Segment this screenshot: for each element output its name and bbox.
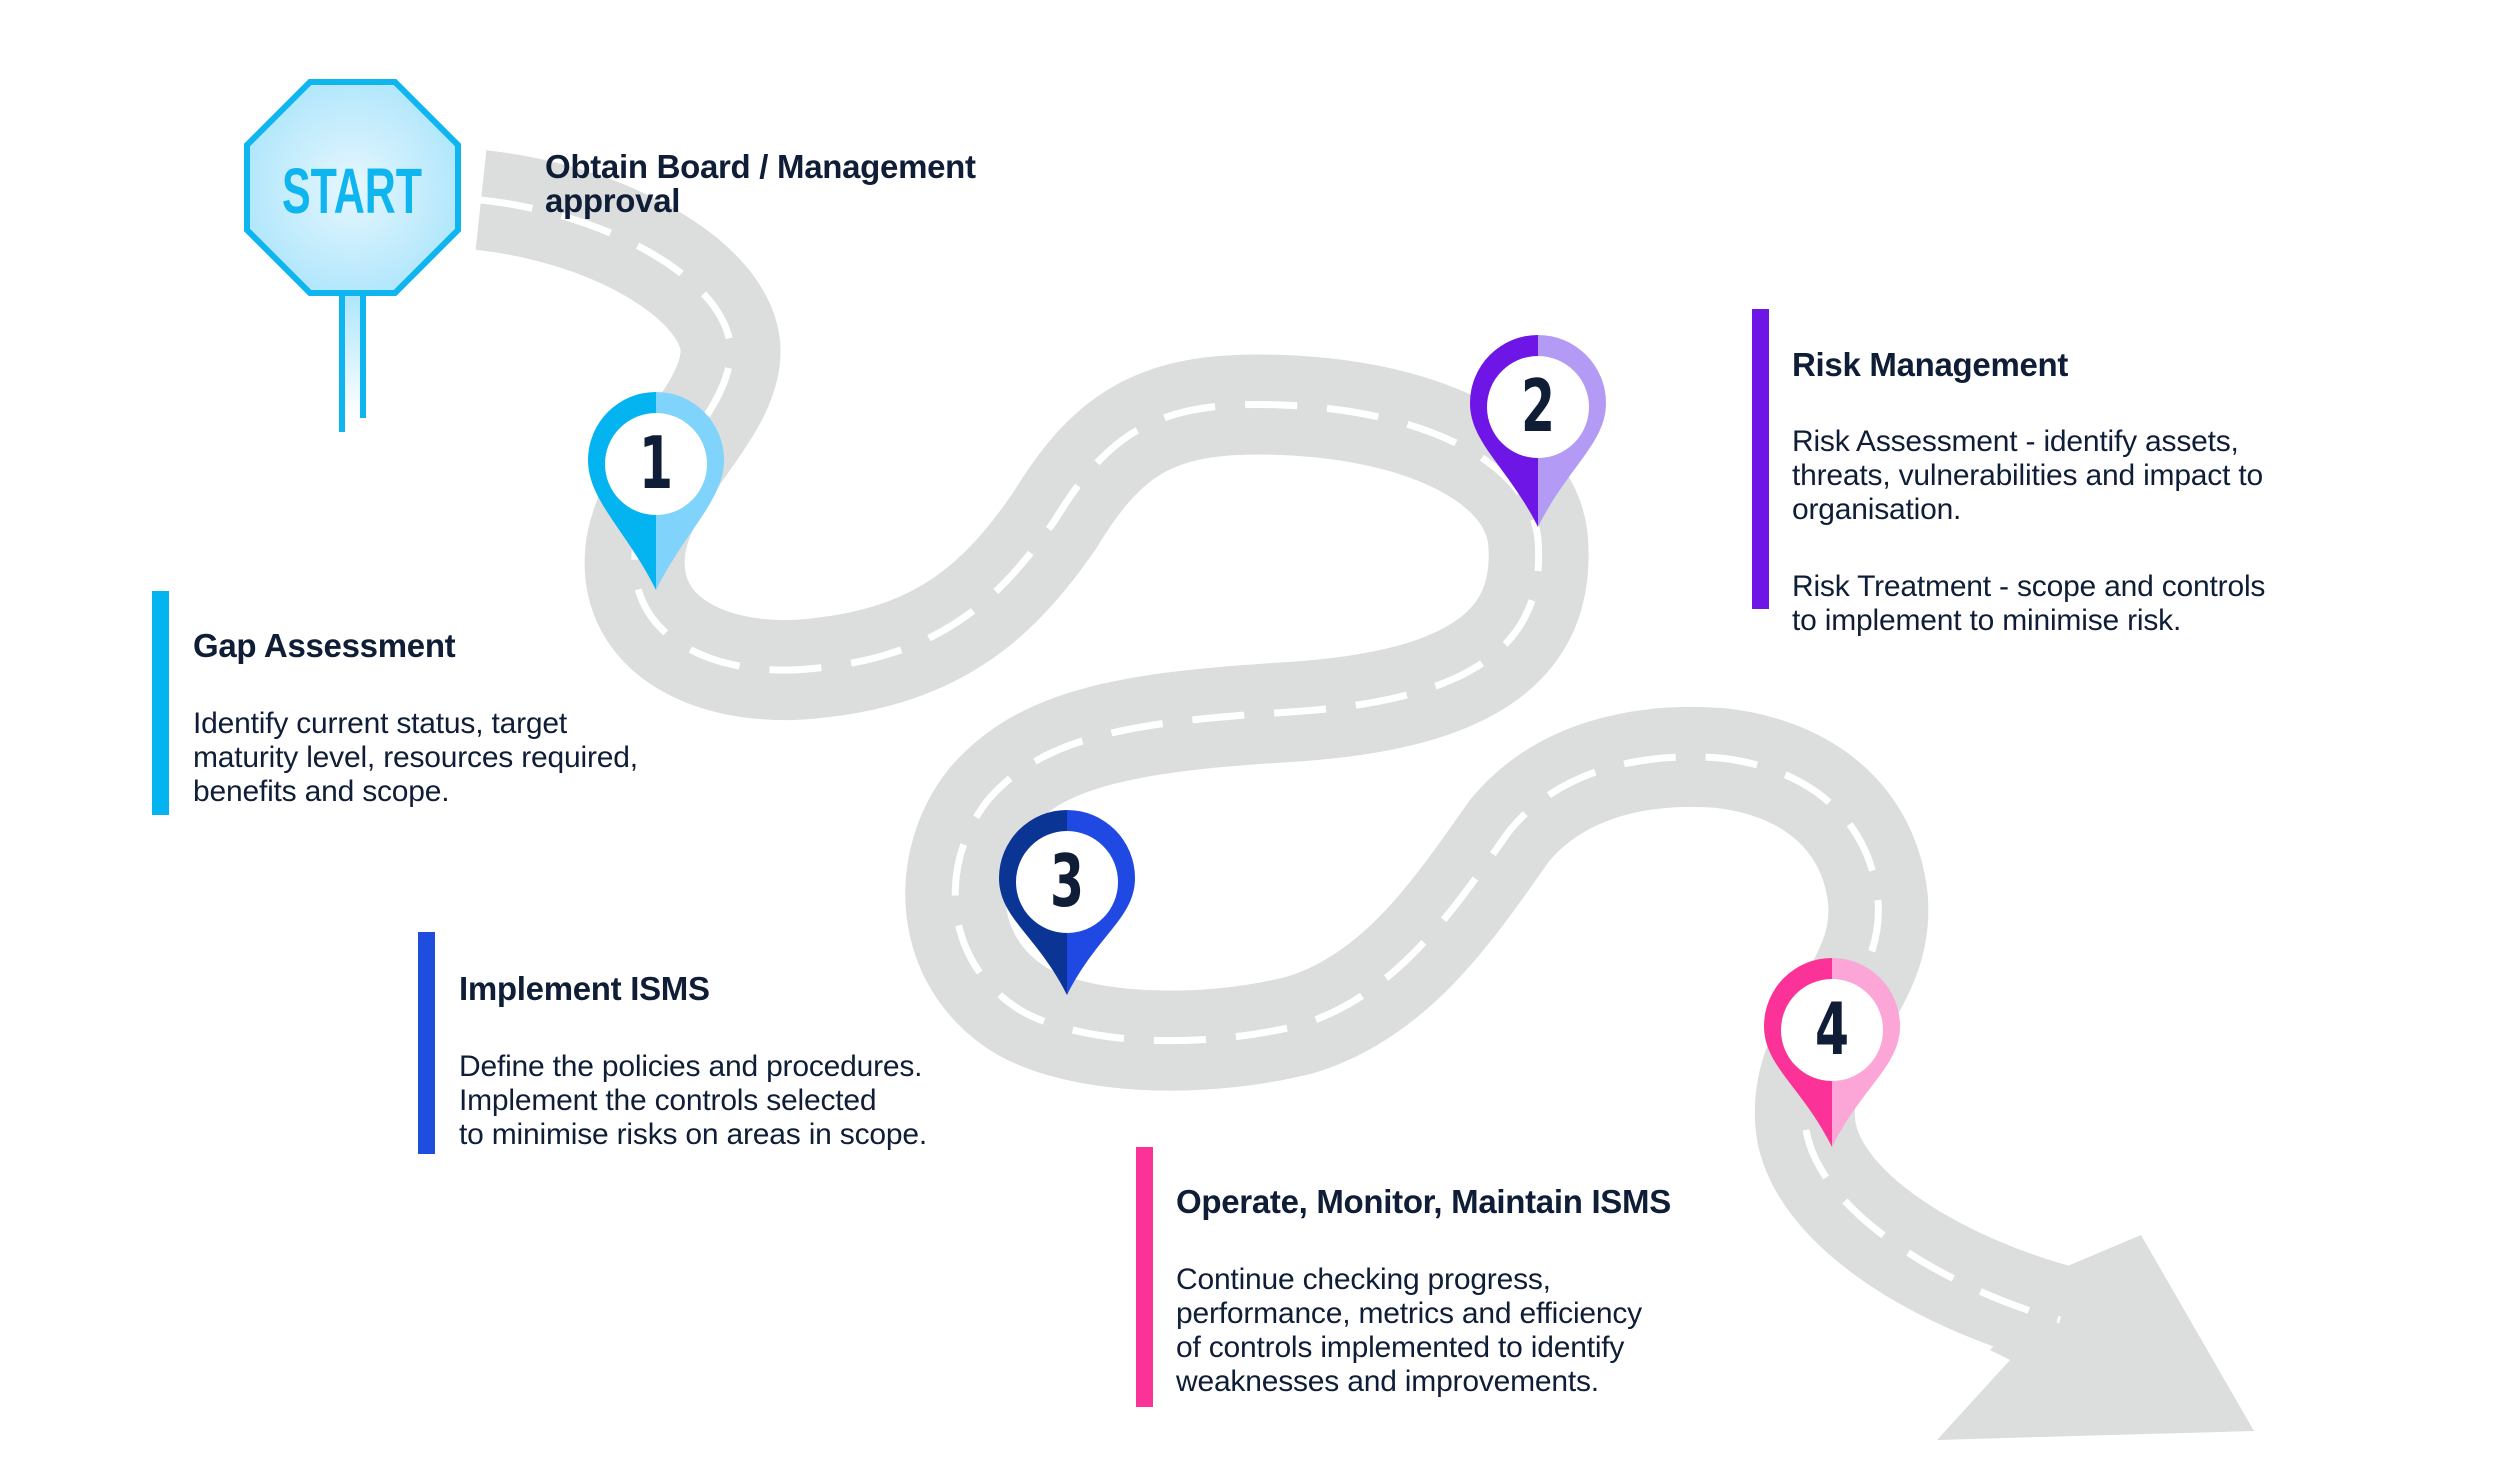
step-block-gap-assessment: Gap Assessment Identify current status, … [152, 591, 752, 815]
map-pin-step-2: 2 [1470, 335, 1606, 527]
step-description: Define the policies and procedures. Impl… [459, 1016, 927, 1195]
start-caption: Obtain Board / Management approval [545, 150, 976, 218]
map-pin-step-4: 4 [1764, 958, 1900, 1147]
step-description: Continue checking progress, performance,… [1176, 1229, 1642, 1442]
step-title: Risk Management [1792, 346, 2069, 383]
start-sign-label: START [282, 155, 422, 227]
map-pin-step-3: 3 [999, 810, 1135, 995]
map-pin-number: 2 [1521, 364, 1555, 448]
map-pin-inner-circle [1781, 979, 1883, 1081]
step-block-risk-management: Risk Management Risk Assessment - identi… [1752, 309, 2372, 637]
step-paragraph: Define the policies and procedures. Impl… [459, 1050, 927, 1151]
step-paragraph: Identify current status, target maturity… [193, 707, 638, 808]
start-caption-line: approval [545, 182, 681, 219]
step-block-implement-isms: Implement ISMS Define the policies and p… [418, 932, 1018, 1154]
map-pin-inner-circle [1016, 831, 1118, 933]
road [474, 150, 2254, 1440]
start-sign-octagon [244, 79, 461, 296]
start-caption-line: Obtain Board / Management [545, 148, 976, 185]
step-block-operate-monitor-maintain: Operate, Monitor, Maintain ISMS Continue… [1136, 1147, 1756, 1407]
step-paragraph: Risk Assessment - identify assets, threa… [1792, 425, 2263, 526]
map-pin-inner-circle [1487, 356, 1589, 458]
step-title: Implement ISMS [459, 970, 710, 1007]
road-lane-marking [480, 196, 2061, 1324]
step-paragraph: Risk Treatment - scope and controls to i… [1792, 570, 2266, 637]
step-accent-bar [1136, 1147, 1153, 1407]
road-arrow-head [1937, 1235, 2254, 1440]
step-description: Risk Assessment - identify assets, threa… [1792, 391, 2265, 681]
map-pin-inner-circle [605, 413, 707, 515]
step-paragraph: Continue checking progress, performance,… [1176, 1263, 1642, 1398]
map-pin-number: 1 [639, 421, 673, 505]
start-sign-pole-fill [345, 288, 360, 418]
step-description: Identify current status, target maturity… [193, 673, 638, 852]
map-pin-number: 4 [1815, 987, 1849, 1071]
step-title: Gap Assessment [193, 627, 456, 664]
start-sign-pole-right [360, 288, 366, 418]
step-accent-bar [152, 591, 169, 815]
step-pins: 1 2 3 4 [588, 335, 1900, 1147]
step-accent-bar [1752, 309, 1769, 609]
step-title: Operate, Monitor, Maintain ISMS [1176, 1183, 1671, 1220]
step-accent-bar [418, 932, 435, 1154]
start-sign-pole-left [339, 288, 345, 432]
start-sign: START [244, 79, 461, 432]
map-pin-step-1: 1 [588, 392, 724, 590]
map-pin-number: 3 [1050, 839, 1084, 923]
